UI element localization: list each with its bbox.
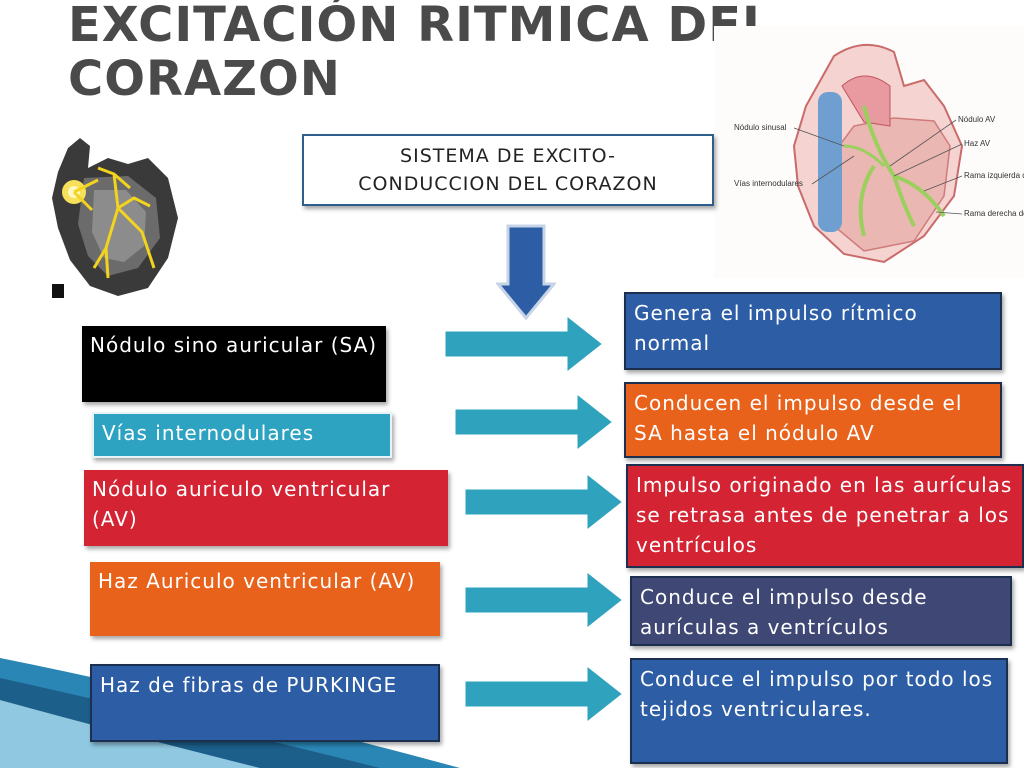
box-genera-impulso-text: Genera el impulso rítmico normal (634, 301, 918, 355)
box-fibras-purkinge: Haz de fibras de PURKINGE (90, 664, 440, 742)
box-vias-internodulares-text: Vías internodulares (102, 421, 315, 445)
box-nodulo-av-text: Nódulo auriculo ventricular (AV) (92, 477, 391, 531)
heart-anatomy-drawing: Nódulo sinusal Vías internodulares Nódul… (734, 43, 1024, 264)
arrow-row-3 (462, 468, 627, 536)
box-conduce-tejidos: Conduce el impulso por todo los tejidos … (630, 658, 1008, 764)
box-genera-impulso: Genera el impulso rítmico normal (624, 292, 1002, 370)
box-conduce-auriculas-text: Conduce el impulso desde aurículas a ven… (640, 585, 928, 639)
down-arrow (496, 224, 556, 321)
arrow-row-1 (442, 310, 607, 378)
label-haz-av: Haz AV (964, 139, 991, 148)
box-fibras-purkinge-text: Haz de fibras de PURKINGE (100, 673, 398, 697)
arrow-row-4 (462, 566, 627, 634)
arrow-row-2 (452, 388, 617, 456)
page-title: EXCITACIÓN RITMICA DEL CORAZON (68, 0, 774, 106)
label-rama-izquierda: Rama izquierda del haz (964, 171, 1024, 180)
box-nodulo-sa: Nódulo sino auricular (SA) (82, 326, 386, 402)
label-vias-internodulares: Vías internodulares (734, 179, 803, 188)
header-box: SISTEMA DE EXCITO- CONDUCCION DEL CORAZO… (302, 134, 714, 206)
box-haz-av: Haz Auriculo ventricular (AV) (90, 562, 440, 636)
box-haz-av-text: Haz Auriculo ventricular (AV) (98, 569, 416, 593)
heart-anatomy-diagram: Nódulo sinusal Vías internodulares Nódul… (714, 26, 1024, 278)
title-line-2: CORAZON (68, 51, 341, 107)
box-nodulo-sa-text: Nódulo sino auricular (SA) (90, 333, 378, 357)
box-impulso-originado: Impulso originado en las aurículas se re… (626, 464, 1024, 568)
box-conducen-impulso-text: Conducen el impulso desde el SA hasta el… (634, 391, 963, 445)
title-line-1: EXCITACIÓN RITMICA DEL (68, 0, 774, 53)
header-line-2: CONDUCCION DEL CORAZON (358, 173, 658, 195)
label-rama-derecha: Rama derecha del haz (964, 209, 1024, 218)
arrow-row-5 (462, 660, 627, 728)
box-impulso-originado-text: Impulso originado en las aurículas se re… (636, 473, 1013, 557)
header-line-1: SISTEMA DE EXCITO- (400, 145, 616, 167)
heart-conduction-illustration (52, 138, 178, 298)
box-conduce-tejidos-text: Conduce el impulso por todo los tejidos … (640, 667, 994, 721)
box-conduce-auriculas: Conduce el impulso desde aurículas a ven… (630, 576, 1012, 646)
box-vias-internodulares: Vías internodulares (92, 412, 392, 458)
box-nodulo-av: Nódulo auriculo ventricular (AV) (84, 470, 448, 546)
box-conducen-impulso: Conducen el impulso desde el SA hasta el… (624, 382, 1002, 458)
label-nodulo-av: Nódulo AV (958, 115, 996, 124)
label-nodulo-sinusal: Nódulo sinusal (734, 123, 787, 132)
